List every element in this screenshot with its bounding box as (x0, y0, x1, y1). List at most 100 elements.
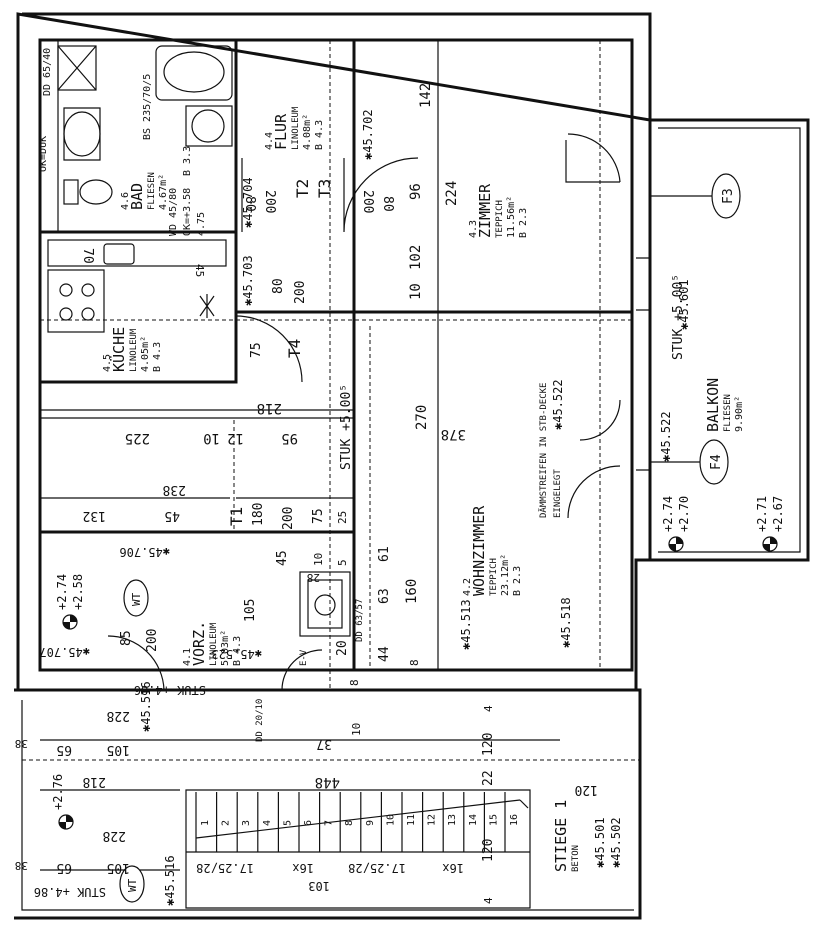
daemm-label: DÄMMSTREIFEN IN STB-DECKE EINGELEGT (538, 383, 563, 518)
stair-step-number: 14 (468, 814, 479, 826)
label-d61: 61 (377, 546, 392, 562)
label-d38a: 38 (15, 737, 28, 750)
label-d180: 180 (251, 503, 266, 526)
label-d200a: 200 (262, 190, 277, 213)
label-lv271: +2.71 (755, 496, 769, 532)
label-lv274a: +2.74 (661, 496, 675, 532)
svg-text:FLUR: FLUR (272, 113, 290, 150)
svg-text:4.08m²: 4.08m² (302, 114, 313, 150)
svg-text:B 4.3: B 4.3 (232, 636, 243, 666)
label-e45513: ✱45.513 (459, 599, 473, 650)
svg-text:STUK +4.86: STUK +4.86 (34, 885, 106, 899)
svg-text:11.56m²: 11.56m² (506, 196, 517, 238)
dd-6357-label: DD 63/57 (355, 599, 365, 642)
dimension-lines (40, 40, 560, 871)
svg-text:B 3.3: B 3.3 (182, 146, 193, 176)
svg-text:B 2.3: B 2.3 (518, 208, 529, 238)
svg-text:103: 103 (308, 879, 330, 893)
label-d120c: 120 (481, 839, 496, 862)
svg-text:WOHNZIMMER: WOHNZIMMER (470, 505, 488, 596)
label-e45501: ✱45.501 (593, 817, 607, 868)
label-d5: 5 (336, 559, 349, 566)
label-e45522a: ✱45.522 (551, 379, 565, 430)
label-d142: 142 (418, 83, 434, 108)
svg-text:WT: WT (130, 592, 143, 606)
label-d120b: 120 (575, 782, 598, 797)
svg-text:4.5: 4.5 (102, 354, 113, 372)
label-d95: 95 (281, 430, 298, 446)
svg-text:17.25/28: 17.25/28 (196, 861, 254, 875)
svg-text:OK=DUK: OK=DUK (38, 136, 49, 172)
label-e45516b: ✱45.516 (163, 855, 177, 906)
svg-text:LINOLEUM: LINOLEUM (129, 328, 139, 372)
balcony-outline (636, 118, 810, 562)
room-label-bad-extra: OK=+3.58 B 3.3 WD 45/80 4.75 (168, 146, 207, 236)
stair-step-number: 5 (282, 820, 293, 826)
label-d75a: 75 (249, 342, 264, 358)
walls (16, 12, 652, 692)
svg-text:23.12m²: 23.12m² (500, 554, 511, 596)
stair-step-number: 11 (406, 814, 417, 826)
label-d45b: 45 (164, 508, 180, 523)
label-d200c: 200 (293, 281, 308, 304)
door-swings (107, 133, 621, 691)
svg-text:DD 65/40: DD 65/40 (42, 48, 53, 96)
label-d10: 10 (408, 283, 424, 300)
label-d4: 4 (482, 705, 495, 712)
stair-step-number: 8 (344, 820, 355, 826)
label-lv270: +2.70 (677, 496, 691, 532)
label-d96: 96 (408, 183, 424, 200)
label-lv276: +2.76 (51, 774, 65, 810)
stuk-label-center: STUK +5.00⁵ (339, 384, 354, 470)
label-d38b: 38 (15, 859, 28, 872)
svg-text:VORZ.: VORZ. (190, 621, 208, 666)
label-d448: 448 (315, 774, 340, 790)
label-d120a: 120 (481, 733, 496, 756)
svg-text:FLIESEN: FLIESEN (723, 394, 733, 432)
stair-step-number: 9 (365, 820, 376, 826)
room-label-flur: 4.4 FLUR LINOLEUM 4.08m² B 4.3 (264, 106, 325, 150)
svg-text:STUK +4.86: STUK +4.86 (134, 683, 206, 697)
svg-text:4.1: 4.1 (182, 648, 193, 666)
svg-text:DD 63/57: DD 63/57 (355, 599, 365, 642)
svg-text:LINOLEUM: LINOLEUM (291, 106, 301, 150)
svg-text:TEPPICH: TEPPICH (489, 558, 499, 596)
label-d25: 25 (336, 511, 349, 524)
label-e45706: ✱45.706 (119, 545, 170, 559)
label-d28: 28 (307, 571, 320, 584)
label-d218b: 218 (83, 774, 106, 789)
svg-text:4.3: 4.3 (468, 220, 479, 238)
door-tag-t2: T2 (293, 179, 312, 198)
label-d228b: 228 (103, 828, 126, 843)
room-label-vorz: 4.1 VORZ. LINOLEUM 5.03m² B 4.3 (182, 621, 243, 666)
stair-step-number: 15 (488, 814, 499, 826)
svg-text:B 2.3: B 2.3 (512, 566, 523, 596)
label-d80b: 80 (380, 196, 395, 212)
label-d45a: 45 (193, 264, 206, 277)
dd-top-label: DD 65/40 (42, 48, 53, 96)
svg-text:F4: F4 (709, 454, 724, 470)
level-marker (762, 536, 778, 552)
wt-tag-bottom: WT (119, 865, 145, 903)
stair-step-number: 12 (427, 814, 438, 826)
door-tag-t4: T4 (285, 339, 304, 358)
label-d10d: 10 (350, 723, 363, 736)
svg-text:WD 45/80: WD 45/80 (168, 188, 179, 236)
svg-text:EINGELEGT: EINGELEGT (553, 469, 563, 518)
ev-label: E-V (299, 649, 309, 666)
svg-text:16x: 16x (292, 861, 314, 875)
elevation-labels: ✱45.702✱45.704✱45.703✱45.601✱45.522✱45.5… (39, 109, 691, 906)
label-d378: 378 (441, 426, 466, 442)
room-number: 4.6 (120, 192, 131, 210)
label-d132: 132 (83, 508, 106, 523)
svg-text:F3: F3 (721, 188, 736, 204)
svg-text:DÄMMSTREIFEN IN STB-DECKE: DÄMMSTREIFEN IN STB-DECKE (538, 383, 549, 518)
svg-text:BETON: BETON (571, 845, 581, 872)
svg-text:17.25/28: 17.25/28 (348, 861, 406, 875)
dd-2010-label: DD 20/10 (255, 699, 265, 742)
level-marker (668, 536, 684, 552)
window-tag-f4: F4 (650, 439, 729, 485)
svg-text:4.05m²: 4.05m² (140, 336, 151, 372)
